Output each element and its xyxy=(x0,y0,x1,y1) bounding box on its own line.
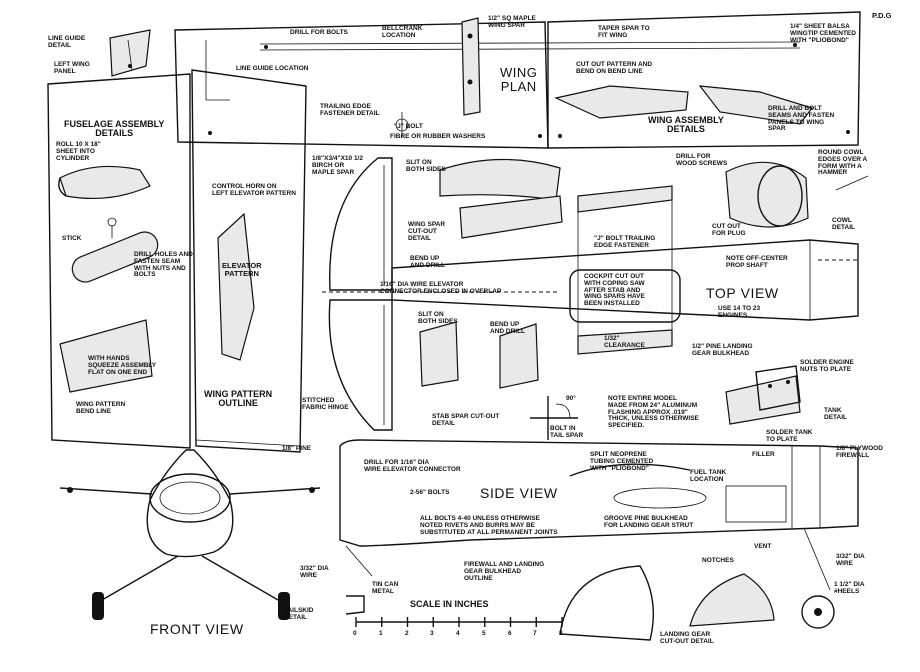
fuselage-assembly-panel xyxy=(47,69,307,453)
note-groove-pine-bulkhead: GROOVE PINE BULKHEAD FOR LANDING GEAR ST… xyxy=(604,515,694,529)
note-slit-on-both-sides-1: SLIT ON BOTH SIDES xyxy=(406,159,446,173)
note-tailskid-detail: TAILSKID DETAIL xyxy=(284,607,314,621)
note-maple-wing-spar: 1/2" SQ MAPLE WING SPAR xyxy=(488,15,536,29)
note-tin-can-metal: TIN CAN METAL xyxy=(372,581,399,595)
wing-assembly-details-title: WING ASSEMBLY DETAILS xyxy=(648,115,724,135)
note-stab-spar-cutout: STAB SPAR CUT-OUT DETAIL xyxy=(432,413,500,427)
note-cockpit-cut-out: COCKPIT CUT OUT WITH COPING SAW AFTER ST… xyxy=(584,273,645,308)
note-dia-wire-left: 3/32" DIA WIRE xyxy=(300,565,329,579)
scale-title: SCALE IN INCHES xyxy=(410,599,489,609)
note-off-center-prop-shaft: NOTE OFF-CENTER PROP SHAFT xyxy=(726,255,788,269)
note-stick: STICK xyxy=(62,235,82,242)
note-clearance: 1/32" CLEARANCE xyxy=(604,335,645,349)
note-dia-wire-right: 3/32" DIA WIRE xyxy=(836,553,865,567)
cowl-detail-drawing xyxy=(725,161,869,228)
note-drill-for-bolts: DRILL FOR BOLTS xyxy=(290,29,348,36)
note-drill-holes-fasten-seam: DRILL HOLES AND FASTEN SEAM WITH NUTS AN… xyxy=(134,251,193,279)
scale-tick: 5 xyxy=(482,630,486,637)
note-round-cowl-edges: ROUND COWL EDGES OVER A FORM WITH A HAMM… xyxy=(818,149,868,177)
note-line-guide-detail: LINE GUIDE DETAIL xyxy=(48,35,86,49)
note-bolts-2-56: 2-56" BOLTS xyxy=(410,489,450,496)
scale-tick: 4 xyxy=(456,630,460,637)
note-filler: FILLER xyxy=(752,451,775,458)
elevator-pattern-title: ELEVATOR PATTERN xyxy=(222,261,262,278)
note-left-wing-panel: LEFT WING PANEL xyxy=(54,61,90,75)
note-with-hands-squeeze: WITH HANDS SQUEEZE ASSEMBLY FLAT ON ONE … xyxy=(88,355,157,376)
note-plywood-firewall: 1/8" PLYWOOD FIREWALL xyxy=(836,445,883,459)
scale-tick: 8 xyxy=(559,630,563,637)
note-roll-sheet: ROLL 10 x 18" SHEET INTO CYLINDER xyxy=(56,141,101,162)
top-view-title: TOP VIEW xyxy=(706,285,779,301)
note-cut-out-for-plug: CUT OUT FOR PLUG xyxy=(712,223,746,237)
stab-spar-cutout-drawing xyxy=(530,396,578,440)
note-fuel-tank-location: FUEL TANK LOCATION xyxy=(690,469,727,483)
note-wing-pattern-bend-line: WING PATTERN BEND LINE xyxy=(76,401,126,415)
note-wire-elevator-connector: 1/16" DIA WIRE ELEVATOR CONNECTOR ENCLOS… xyxy=(380,281,502,295)
scale-tick: 3 xyxy=(430,630,434,637)
note-trailing-edge-fastener: TRAILING EDGE FASTENER DETAIL xyxy=(320,103,380,117)
note-fibre-washers: FIBRE OR RUBBER WASHERS xyxy=(390,133,486,140)
fuselage-details-title: FUSELAGE ASSEMBLY DETAILS xyxy=(64,119,165,139)
note-entire-model: NOTE ENTIRE MODEL MADE FROM 24" ALUMINUM… xyxy=(608,395,699,430)
scale-tick: 1 xyxy=(379,630,383,637)
scale-bar xyxy=(355,617,563,627)
note-line-guide-location: LINE GUIDE LOCATION xyxy=(236,65,309,72)
note-use-engines: USE 14 TO 23 ENGINES xyxy=(718,305,761,319)
note-pine-landing-gear-bulkhead: 1/2" PINE LANDING GEAR BULKHEAD xyxy=(692,343,753,357)
note-tank-detail: TANK DETAIL xyxy=(824,407,847,421)
note-drill-for-wire: DRILL FOR 1/16" DIA WIRE ELEVATOR CONNEC… xyxy=(364,459,461,473)
note-wheels: 1 1/2" DIA #HEELS xyxy=(834,581,865,595)
note-pine-eighth: 1/8" PINE xyxy=(282,445,312,452)
scale-tick: 0 xyxy=(353,630,357,637)
note-sheet-balsa-wingtip: 1/4" SHEET BALSA WINGTIP CEMENTED WITH "… xyxy=(790,23,856,44)
note-notches: NOTCHES xyxy=(702,557,734,564)
note-slit-on-both-sides-2: SLIT ON BOTH SIDES xyxy=(418,311,458,325)
note-landing-gear-cutout: LANDING GEAR CUT-OUT DETAIL xyxy=(660,631,714,645)
note-taper-spar: TAPER SPAR TO FIT WING xyxy=(598,25,650,39)
wing-plan-title: WING PLAN xyxy=(500,65,538,94)
note-j-bolt-trailing-edge: "J" BOLT TRAILING EDGE FASTENER xyxy=(594,235,656,249)
wing-plan-drawing xyxy=(174,11,861,149)
signature: P.D.G xyxy=(872,11,892,20)
note-bend-up-and-drill-2: BEND UP AND DRILL xyxy=(490,321,526,335)
note-control-horn: CONTROL HORN ON LEFT ELEVATOR PATTERN xyxy=(212,183,296,197)
side-view-drawing xyxy=(339,439,859,629)
stabilizer-drawing xyxy=(322,157,560,431)
scale-tick: 2 xyxy=(405,630,409,637)
note-all-bolts: ALL BOLTS 4-40 UNLESS OTHERWISE NOTED RI… xyxy=(420,515,558,536)
wing-spar-sketches xyxy=(419,158,563,389)
line-guide-detail-drawing xyxy=(109,29,151,77)
note-drill-for-wood-screws: DRILL FOR WOOD SCREWS xyxy=(676,153,728,167)
note-ninety-degrees: 90° xyxy=(566,395,576,402)
note-birch-maple-spar: 1/8"x3/4"x10 1/2 BIRCH OR MAPLE SPAR xyxy=(312,155,363,176)
note-bend-up-and-drill-1: BEND UP AND DRILL xyxy=(410,255,446,269)
note-split-neoprene: SPLIT NEOPRENE TUBING CEMENTED WITH "PLI… xyxy=(590,451,654,472)
note-bolt-in-tail-spar: BOLT IN TAIL SPAR xyxy=(550,425,584,439)
note-stitched-fabric-hinge: STITCHED FABRIC HINGE xyxy=(302,397,349,411)
note-firewall-landing-gear: FIREWALL AND LANDING GEAR BULKHEAD OUTLI… xyxy=(464,561,545,582)
note-wing-spar-cutout: WING SPAR CUT-OUT DETAIL xyxy=(408,221,446,242)
front-view-title: FRONT VIEW xyxy=(150,621,244,637)
note-solder-engine-nuts: SOLDER ENGINE NUTS TO PLATE xyxy=(800,359,854,373)
front-view-drawing xyxy=(59,449,321,620)
top-view-drawing xyxy=(391,185,859,355)
note-vent: VENT xyxy=(754,543,772,550)
note-bellcrank-location: BELLCRANK LOCATION xyxy=(382,25,423,39)
tank-detail-drawing xyxy=(725,365,801,425)
landing-gear-sketches xyxy=(345,565,775,641)
scale-tick: 7 xyxy=(533,630,537,637)
note-cut-out-pattern: CUT OUT PATTERN AND BEND ON BEND LINE xyxy=(576,61,653,75)
scale-tick: 6 xyxy=(508,630,512,637)
note-solder-tank: SOLDER TANK TO PLATE xyxy=(766,429,813,443)
note-j-bolt: "J" BOLT xyxy=(394,123,423,130)
note-cowl-detail: COWL DETAIL xyxy=(832,217,855,231)
note-drill-and-bolt-seams: DRILL AND BOLT SEAMS AND FASTEN PANELS T… xyxy=(768,105,835,133)
side-view-title: SIDE VIEW xyxy=(480,485,558,501)
wing-pattern-outline-title: WING PATTERN OUTLINE xyxy=(204,389,273,409)
